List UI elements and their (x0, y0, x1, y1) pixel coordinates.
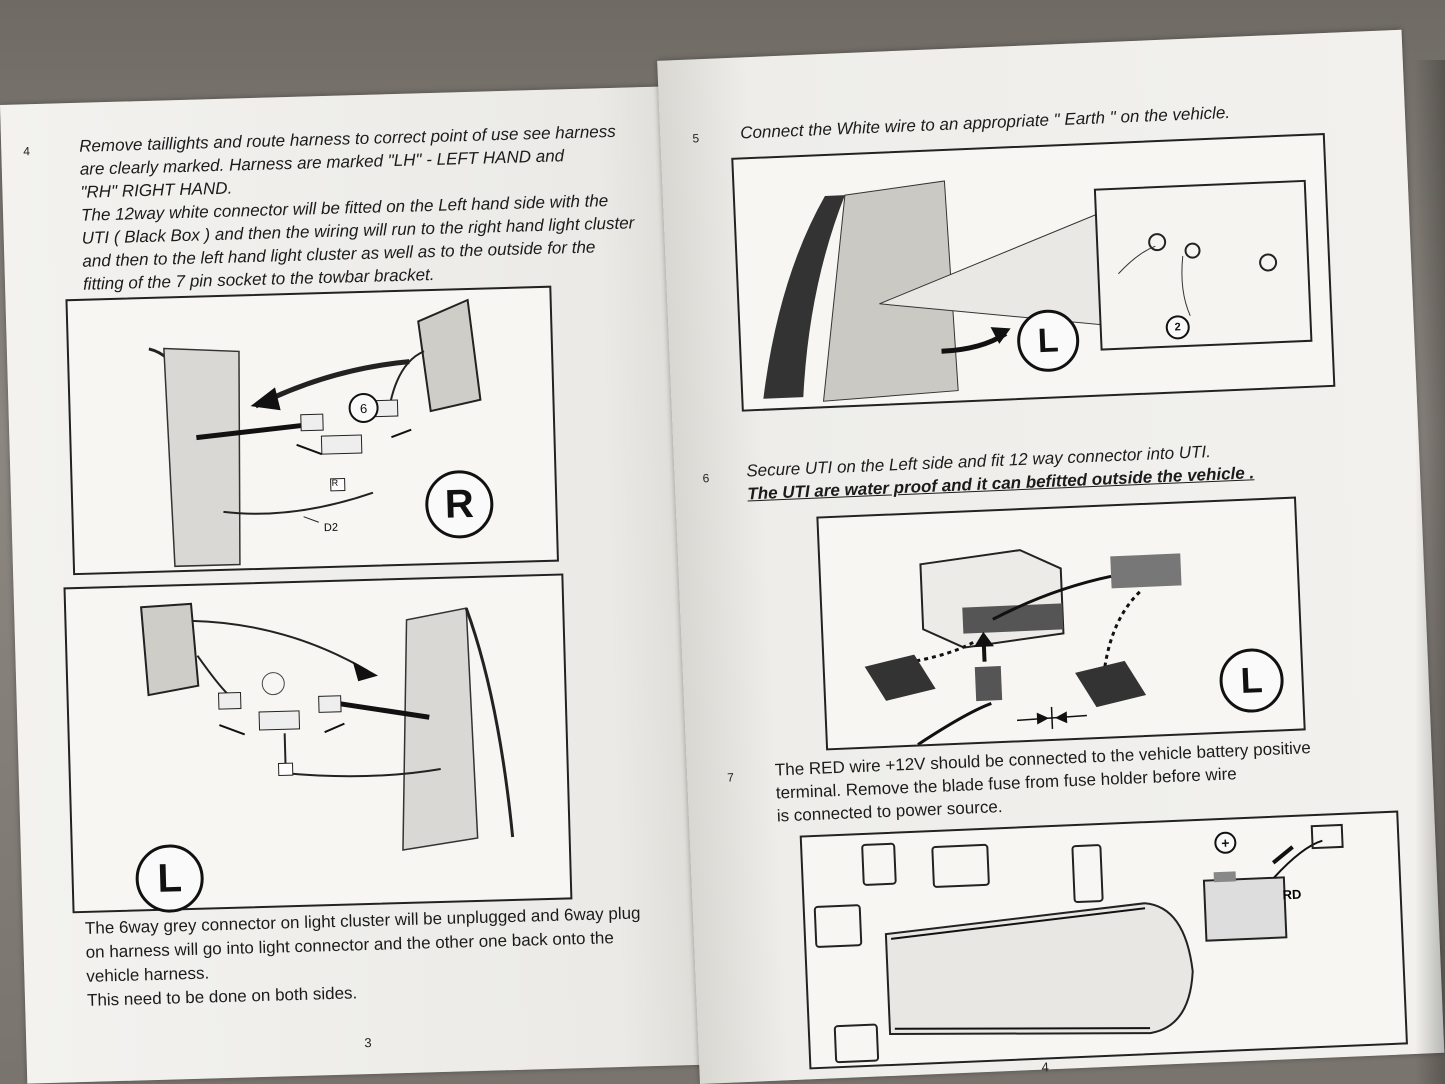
text-line: vehicle harness. (86, 963, 210, 986)
step-number: 5 (692, 131, 700, 146)
uti-illustration (864, 549, 1182, 746)
step-number: 6 (702, 471, 710, 486)
connector-label: R (331, 477, 339, 488)
left-page: 4 Remove taillights and route harness to… (0, 85, 728, 1084)
figure-uti: L (816, 496, 1306, 751)
figure-right-hand: 6 R D2 R (65, 285, 559, 576)
page-shadow (1415, 60, 1445, 1084)
figure-left-hand: L (63, 573, 573, 914)
step4-text: Remove taillights and route harness to c… (0, 85, 700, 294)
page-number: 4 (1041, 1059, 1050, 1075)
earth-illustration (763, 179, 1313, 402)
page-number: 3 (364, 1034, 372, 1051)
cable-label: D2 (323, 521, 339, 535)
step-number: 7 (726, 770, 735, 785)
figure-battery: + RD (799, 810, 1408, 1070)
step-number: 4 (23, 144, 31, 159)
harness-illustration-rh (148, 298, 482, 568)
step5-text: Connect the White wire to an appropriate… (739, 102, 1231, 143)
figure-earth: L 2 (731, 133, 1336, 412)
harness-illustration-lh (139, 602, 515, 851)
closing-text: The 6way grey connector on light cluster… (0, 85, 700, 1009)
right-page: 5 Connect the White wire to an appropria… (657, 29, 1445, 1084)
battery-illustration (813, 823, 1344, 1064)
battery-label: RD (1282, 886, 1302, 903)
